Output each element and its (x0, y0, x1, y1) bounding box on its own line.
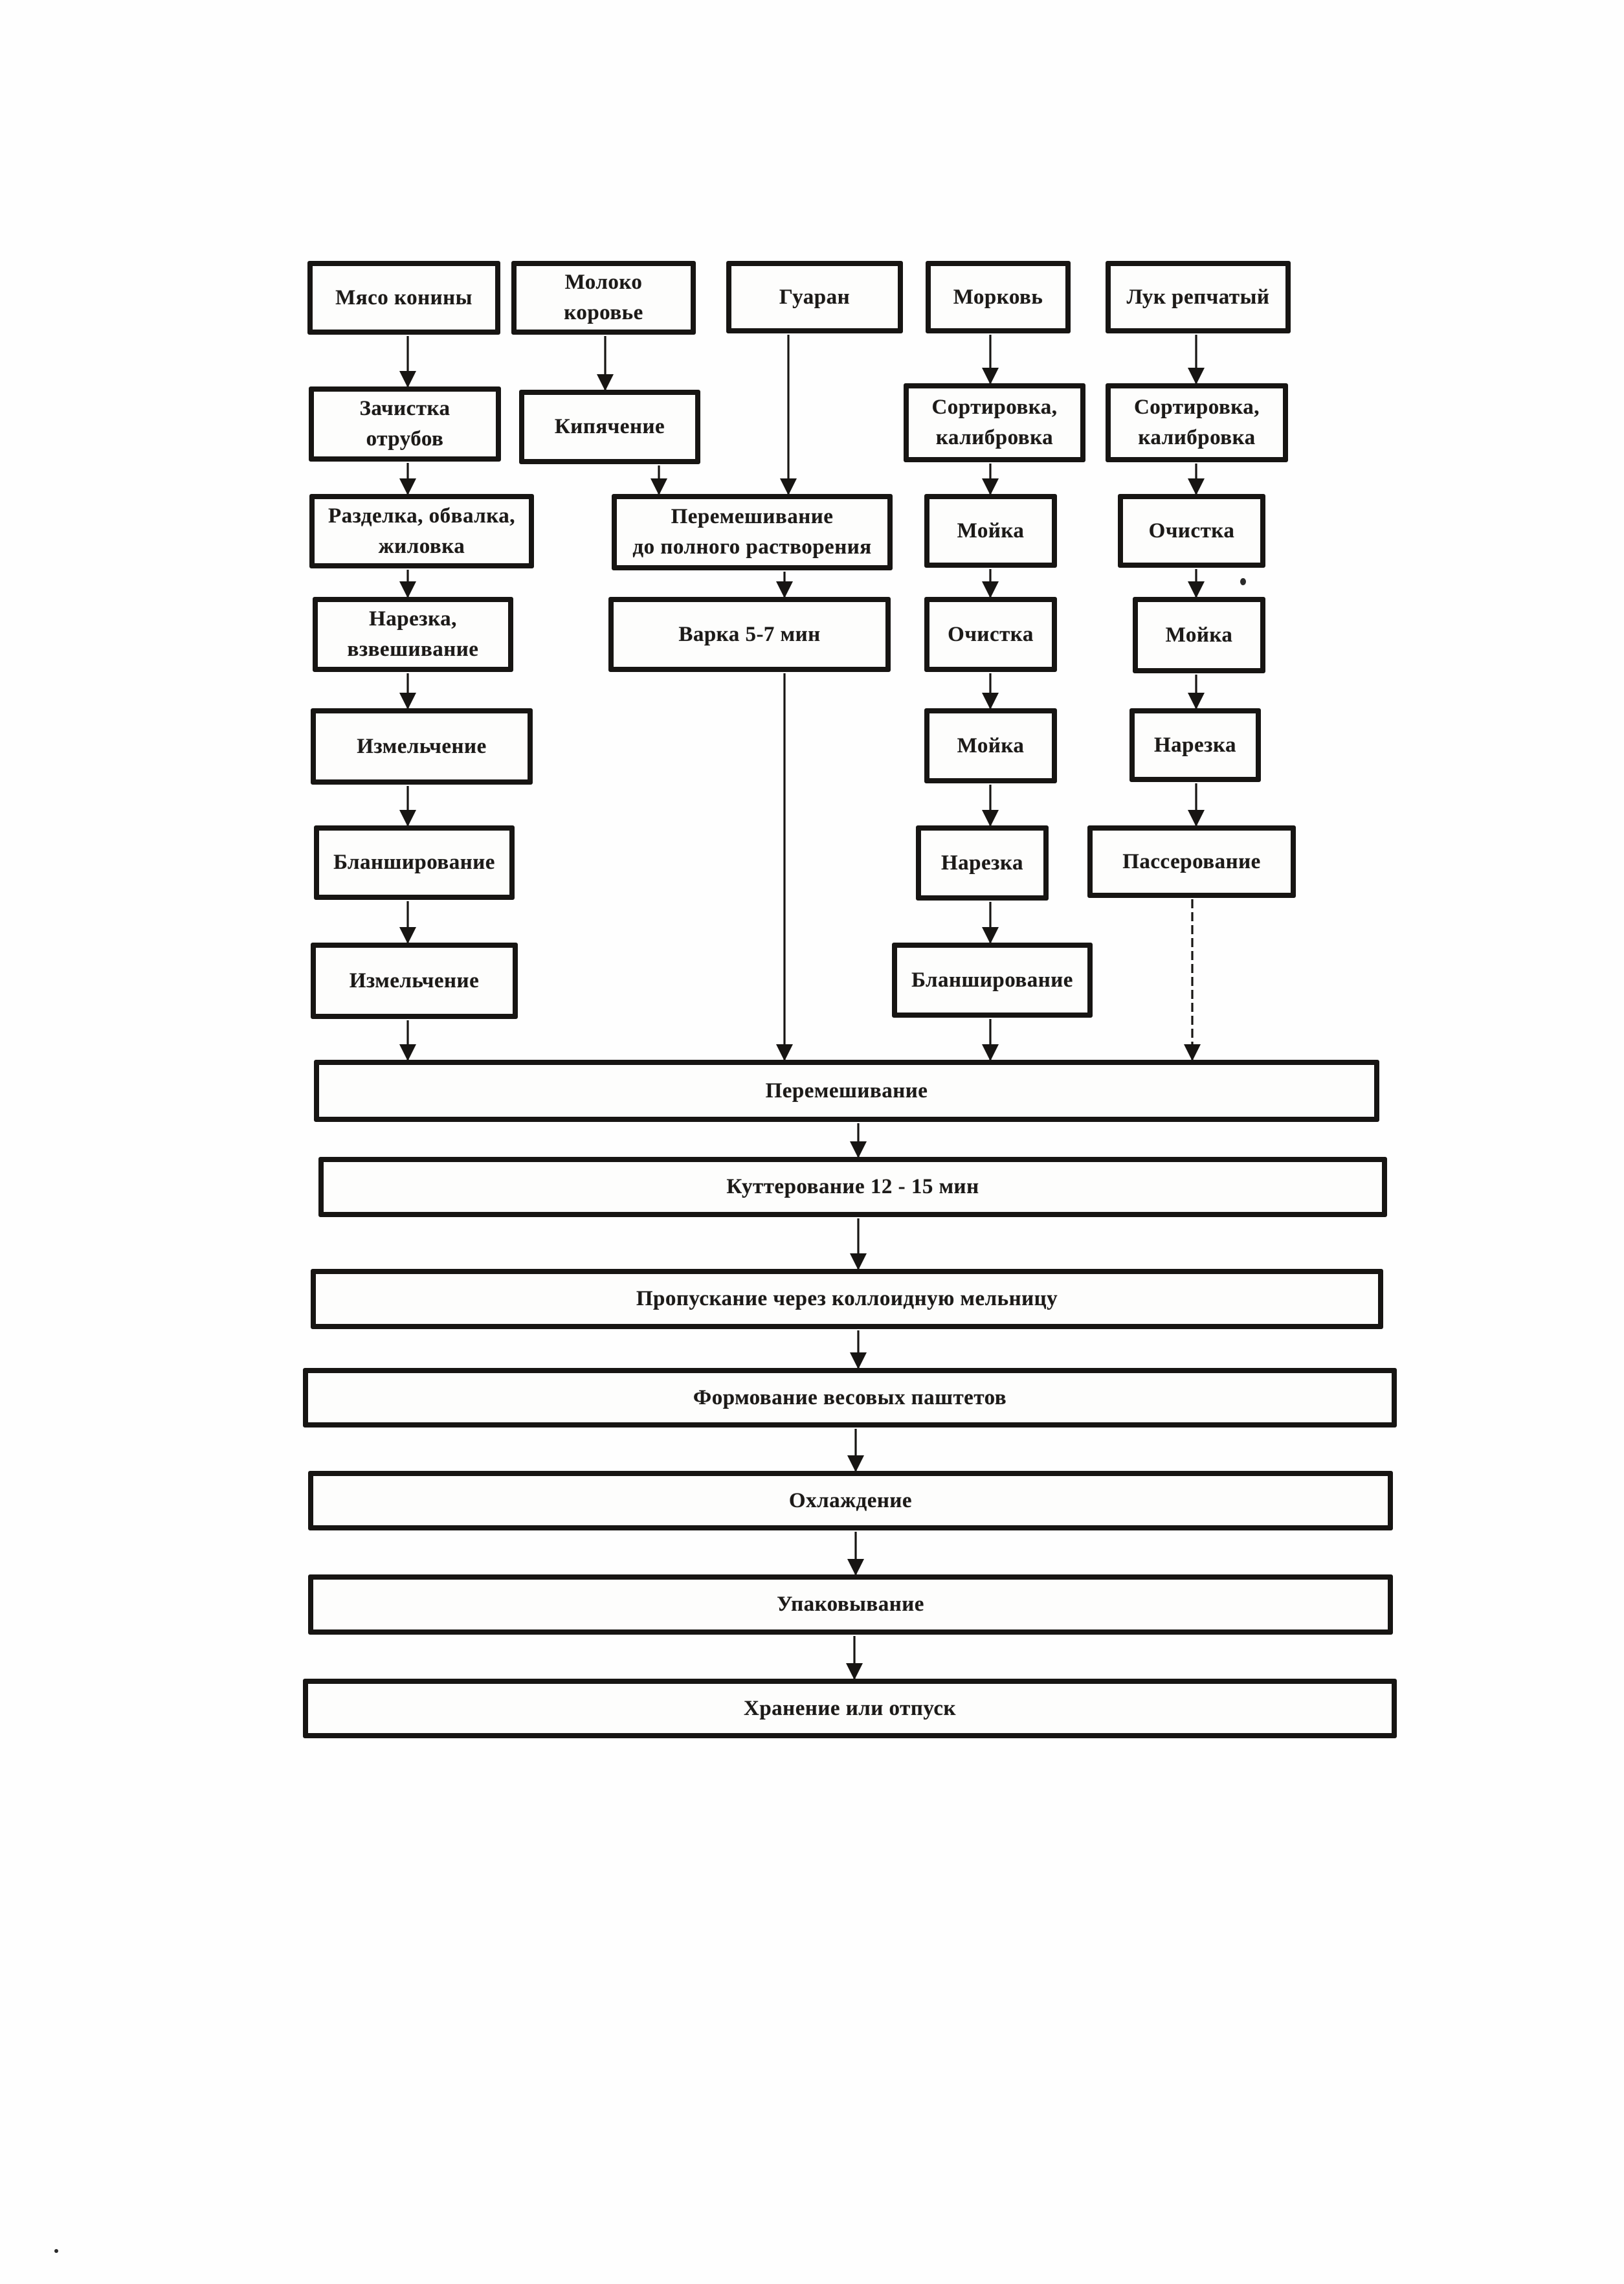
node-guaran-cooking: Варка 5-7 мин (608, 597, 891, 672)
node-meat-blanching: Бланширование (314, 825, 515, 900)
node-meat-raw: Мясо конины (307, 261, 500, 335)
node-cooling: Охлаждение (308, 1471, 1393, 1530)
node-meat-slicing-weighing: Нарезка,взвешивание (313, 597, 513, 672)
node-carrot-washing-2: Мойка (924, 708, 1057, 783)
node-carrot-cutting: Нарезка (916, 825, 1049, 901)
node-onion-peeling: Очистка (1118, 494, 1265, 568)
node-onion-sauteing: Пассерование (1087, 825, 1296, 898)
node-packing: Упаковывание (308, 1574, 1393, 1635)
node-carrot-sorting: Сортировка,калибровка (904, 383, 1085, 462)
node-meat-deboning: Разделка, обвалка,жиловка (309, 494, 534, 568)
node-meat-grinding-1: Измельчение (311, 708, 533, 785)
node-carrot-blanching: Бланширование (892, 943, 1093, 1018)
node-carrot-peeling: Очистка (924, 597, 1057, 672)
node-milk-boiling: Кипячение (519, 390, 700, 464)
node-colloid-mill: Пропускание через коллоидную мельницу (311, 1269, 1383, 1329)
node-onion-washing: Мойка (1133, 597, 1265, 673)
scan-speck (54, 2249, 58, 2253)
node-meat-grinding-2: Измельчение (311, 943, 518, 1019)
node-storage: Хранение или отпуск (303, 1679, 1397, 1738)
node-cuttering: Куттерование 12 - 15 мин (318, 1157, 1387, 1217)
node-guaran-raw: Гуаран (726, 261, 903, 333)
node-carrot-raw: Морковь (926, 261, 1071, 333)
node-forming: Формование весовых паштетов (303, 1368, 1397, 1428)
node-mixing-all: Перемешивание (314, 1060, 1379, 1122)
node-onion-cutting: Нарезка (1129, 708, 1261, 782)
node-carrot-washing-1: Мойка (924, 494, 1057, 568)
scan-speck (1240, 578, 1246, 585)
node-onion-raw: Лук репчатый (1106, 261, 1291, 333)
node-onion-sorting: Сортировка,калибровка (1106, 383, 1288, 462)
